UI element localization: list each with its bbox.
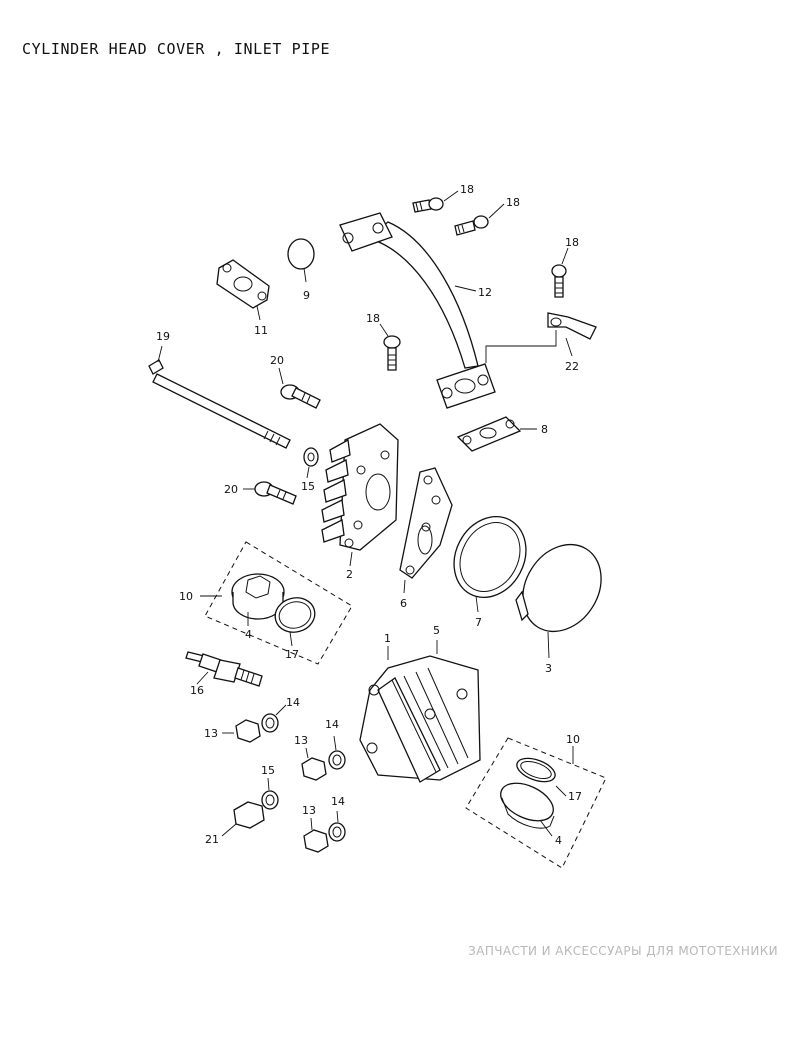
bolt-20-upper [278, 367, 321, 409]
callout-18-c: 18 [565, 236, 579, 249]
callout-14-c: 14 [331, 795, 345, 808]
callout-18-b: 18 [506, 196, 520, 209]
callout-13-a: 13 [204, 727, 218, 740]
callout-13-b: 13 [294, 734, 308, 747]
callout-17-a: 17 [285, 648, 299, 661]
callout-10-b: 10 [566, 733, 580, 746]
bolt-18-c [551, 247, 569, 298]
watermark-logo [466, 952, 786, 996]
cap-assembly-10-left [200, 541, 353, 665]
callout-4-b: 4 [555, 834, 562, 847]
callout-9: 9 [303, 289, 310, 302]
callout-17-b: 17 [568, 790, 582, 803]
callout-5: 5 [433, 624, 440, 637]
callout-1: 1 [384, 632, 391, 645]
side-cover-3 [515, 543, 602, 659]
callout-14-a: 14 [286, 696, 300, 709]
cap-assembly-10-right [465, 737, 607, 869]
callout-15-a: 15 [301, 480, 315, 493]
callout-15-b: 15 [261, 764, 275, 777]
callout-11: 11 [254, 324, 268, 337]
stud-bolt-19 [148, 345, 291, 449]
callout-10-a: 10 [179, 590, 193, 603]
gasket-6 [399, 467, 453, 594]
callout-20-a: 20 [270, 354, 284, 367]
callout-2: 2 [346, 568, 353, 581]
bolt-18-b [454, 203, 505, 236]
callout-7: 7 [475, 616, 482, 629]
seal-ring-7 [453, 515, 527, 613]
callout-21: 21 [205, 833, 219, 846]
inlet-pipe-12 [339, 212, 557, 409]
callout-12: 12 [478, 286, 492, 299]
washer-14-a [261, 704, 287, 733]
callout-20-b: 20 [224, 483, 238, 496]
spark-plug-16 [185, 651, 263, 687]
nut-13-c [303, 817, 329, 853]
head-cover-2 [321, 423, 399, 567]
washer-15-lower [261, 777, 279, 810]
diagram-title: CYLINDER HEAD COVER , INLET PIPE [22, 40, 331, 58]
bolt-18-a [412, 190, 459, 213]
gasket-11 [216, 259, 270, 321]
bolt-18-d [379, 323, 401, 371]
clamp-22 [547, 312, 597, 357]
gasket-8 [456, 416, 537, 452]
cylinder-head-1 [359, 640, 481, 783]
o-ring-9 [287, 238, 315, 283]
washer-14-b [328, 735, 346, 770]
callout-8: 8 [541, 423, 548, 436]
callout-18-d: 18 [366, 312, 380, 325]
callout-16: 16 [190, 684, 204, 697]
callout-4-a: 4 [245, 628, 252, 641]
washer-14-c [328, 810, 346, 842]
callout-19: 19 [156, 330, 170, 343]
callout-13-c: 13 [302, 804, 316, 817]
bolt-20-lower [243, 481, 297, 505]
nut-13-a [222, 719, 261, 743]
watermark-tagline: ЗАПЧАСТИ И АКСЕССУАРЫ ДЛЯ МОТОТЕХНИКИ [468, 944, 778, 958]
callout-6: 6 [400, 597, 407, 610]
plug-21 [221, 801, 265, 837]
callout-22: 22 [565, 360, 579, 373]
callout-14-b: 14 [325, 718, 339, 731]
washer-15-upper [303, 447, 319, 479]
callout-18-a: 18 [460, 183, 474, 196]
callout-3: 3 [545, 662, 552, 675]
nut-13-b [301, 747, 327, 781]
